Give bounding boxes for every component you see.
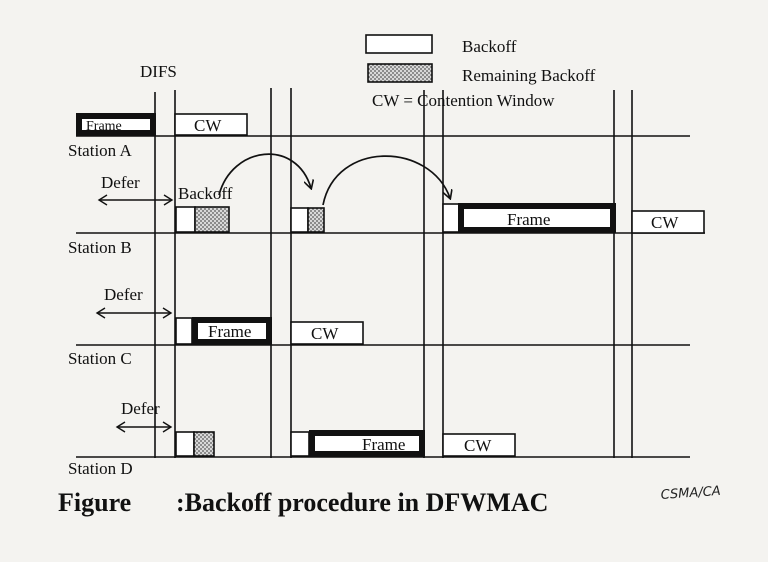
station-c-label: Station C	[68, 349, 132, 368]
station-a-frame-label: Frame	[86, 119, 122, 134]
station-d-row: Defer Frame CW Station D	[68, 399, 690, 478]
station-b-defer-label: Defer	[101, 173, 140, 192]
station-d-remaining-box	[193, 431, 215, 457]
legend-cw-definition: CW = Contention Window	[372, 91, 555, 110]
station-c-frame-box	[192, 317, 272, 345]
station-c-row: Defer Frame CW Station C	[68, 285, 690, 368]
station-c-cw-box	[290, 321, 364, 345]
figure-caption: Figure :Backoff procedure in DFWMAC	[58, 488, 548, 517]
legend-remaining-label: Remaining Backoff	[462, 66, 596, 85]
caption-prefix: Figure	[58, 488, 131, 517]
legend: Backoff Remaining Backoff CW = Contentio…	[365, 34, 596, 110]
station-c-cw-label: CW	[311, 324, 339, 343]
station-a-cw-box	[174, 113, 248, 136]
station-d-frame-box	[309, 430, 425, 457]
station-b-remaining-box	[194, 206, 230, 233]
station-d-defer-arrow-left-head	[115, 421, 126, 433]
backoff-transfer-arrow-1	[218, 153, 311, 196]
station-d-defer-arrow-right-head	[162, 421, 173, 433]
station-b-cw-label: CW	[651, 213, 679, 232]
backoff-transfer-arrow-2	[322, 155, 450, 206]
station-b-backoff-box	[175, 206, 196, 233]
station-d-defer-label: Defer	[121, 399, 160, 418]
station-d-backoff-box	[175, 431, 195, 457]
station-b-backoff-box-2	[290, 207, 309, 233]
station-d-cw-label: CW	[464, 436, 492, 455]
station-b-frame-label: Frame	[507, 210, 550, 229]
station-a-label: Station A	[68, 141, 132, 160]
station-b-defer-arrow-left-head	[97, 194, 108, 206]
legend-backoff-swatch	[365, 34, 433, 54]
handwritten-note: CSMA/CA	[660, 484, 721, 503]
station-a-cw-label: CW	[194, 116, 222, 135]
station-d-frame-label: Frame	[362, 435, 405, 454]
station-b-cw-box	[631, 210, 705, 234]
station-d-backoff-box-2	[290, 431, 310, 457]
station-d-cw-box	[442, 433, 516, 457]
station-c-defer-arrow-right-head	[162, 307, 173, 319]
station-a-frame-box	[76, 113, 156, 136]
legend-backoff-label: Backoff	[462, 37, 517, 56]
station-b-backoff-box-3	[442, 203, 460, 233]
station-c-defer-label: Defer	[104, 285, 143, 304]
station-b-backoff-label: Backoff	[178, 184, 233, 203]
station-b-frame-box	[458, 203, 616, 233]
station-c-backoff-box	[175, 317, 193, 345]
station-b-label: Station B	[68, 238, 132, 257]
legend-remaining-swatch	[367, 63, 433, 83]
station-a-row: Frame CW Station A	[68, 113, 690, 160]
station-b-defer-arrow-right-head	[163, 194, 174, 206]
station-d-label: Station D	[68, 459, 133, 478]
difs-label: DIFS	[140, 62, 177, 81]
station-b-remaining-box-2	[307, 207, 325, 233]
station-b-row: Defer Backoff Frame CW Station B	[68, 153, 705, 257]
station-c-defer-arrow-left-head	[95, 307, 106, 319]
station-c-frame-label: Frame	[208, 322, 251, 341]
timing-lines	[154, 88, 633, 458]
caption-text: :Backoff procedure in DFWMAC	[176, 488, 548, 517]
